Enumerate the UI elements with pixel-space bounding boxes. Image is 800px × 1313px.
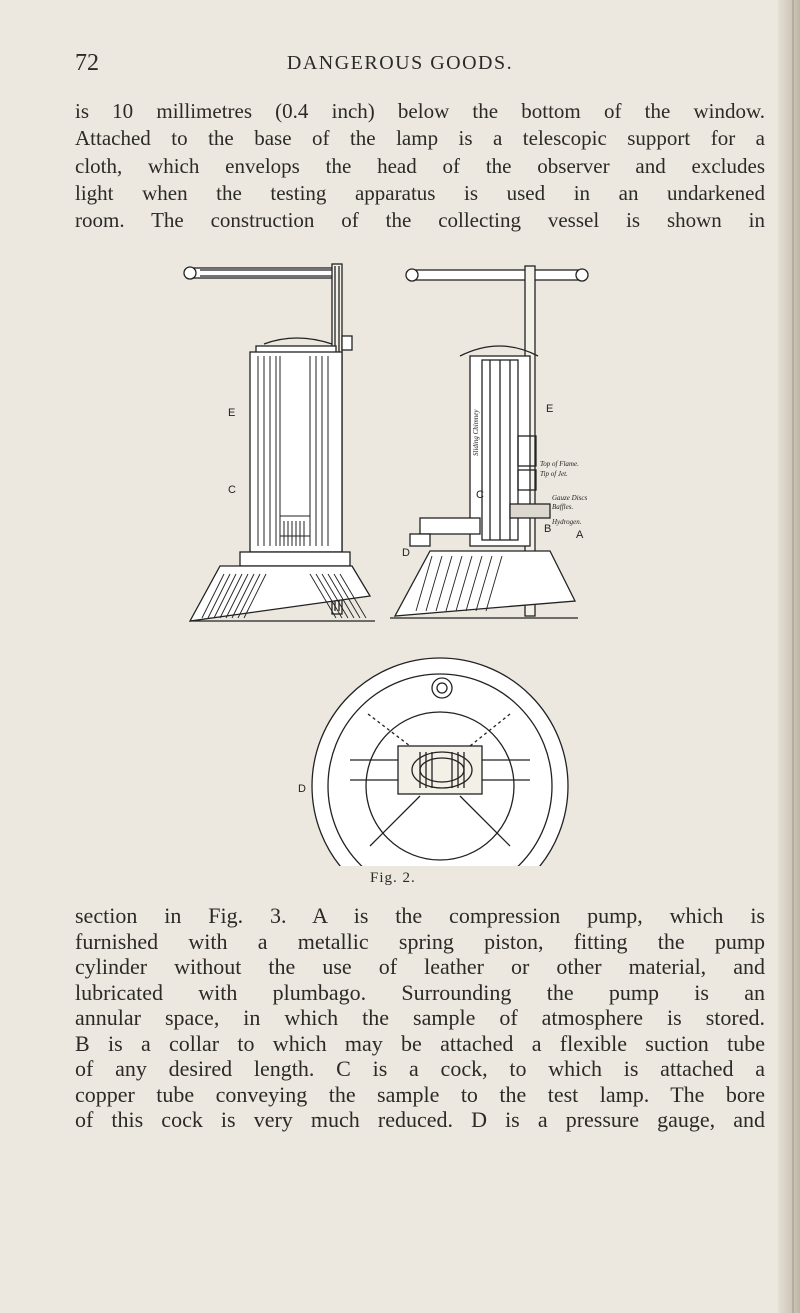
figure-illustration: E C Sliding Chimney E C D B A Top of Fla… bbox=[183, 263, 589, 866]
text-line: room. The construction of the collecting… bbox=[75, 208, 765, 233]
lamp-exterior-drawing bbox=[183, 263, 375, 622]
text-line: section in Fig. 3. A is the compression … bbox=[75, 903, 765, 928]
label-c-section: C bbox=[476, 489, 484, 501]
page-edge bbox=[778, 0, 800, 1313]
label-c: C bbox=[228, 484, 236, 496]
note-sliding-chimney: Sliding Chimney bbox=[472, 409, 480, 456]
label-d-plan: D bbox=[298, 783, 306, 795]
paragraph-top: is 10 millimetres (0.4 inch) below the b… bbox=[75, 98, 765, 234]
text-line: lubricated with plumbago. Surrounding th… bbox=[75, 979, 765, 1005]
text-line: furnished with a metallic spring piston,… bbox=[75, 928, 765, 954]
running-head: DANGEROUS GOODS. bbox=[286, 52, 514, 74]
text-line: annular space, in which the sample of at… bbox=[75, 1005, 765, 1030]
page-number: 72 bbox=[75, 50, 99, 76]
text-line: cloth, which envelops the head of the ob… bbox=[75, 153, 765, 178]
label-e: E bbox=[228, 407, 235, 419]
figure-caption: Fig. 2. bbox=[370, 870, 416, 886]
label-d-section: D bbox=[402, 547, 410, 559]
text-line: is 10 millimetres (0.4 inch) below the b… bbox=[75, 99, 765, 123]
text-line: B is a collar to which may be attached a… bbox=[75, 1030, 765, 1056]
page-header: 72 DANGEROUS GOODS. bbox=[75, 50, 725, 80]
text-line: copper tube conveying the sample to the … bbox=[75, 1081, 765, 1107]
text-line: of this cock is very much reduced. D is … bbox=[75, 1107, 765, 1132]
note-top-of-flame: Top of Flame. bbox=[540, 460, 579, 468]
note-hydrogen: Hydrogen. bbox=[551, 518, 582, 526]
note-tip-of-jet: Tip of Jet. bbox=[540, 470, 568, 478]
text-line: light when the testing apparatus is used… bbox=[75, 180, 765, 205]
label-e-section: E bbox=[546, 403, 553, 415]
plan-view-drawing bbox=[311, 657, 569, 866]
text-line: cylinder without the use of leather or o… bbox=[75, 954, 765, 979]
lamp-section-drawing bbox=[390, 265, 589, 619]
label-b-section: B bbox=[544, 523, 551, 535]
label-a-section: A bbox=[576, 529, 584, 541]
note-gauze-discs: Gauze Discs bbox=[552, 494, 587, 502]
text-line: Attached to the base of the lamp is a te… bbox=[75, 126, 765, 151]
paragraph-bottom: section in Fig. 3. A is the compression … bbox=[75, 903, 765, 1133]
note-baffles: Baffles. bbox=[552, 503, 573, 511]
text-line: of any desired length. C is a cock, to w… bbox=[75, 1056, 765, 1081]
